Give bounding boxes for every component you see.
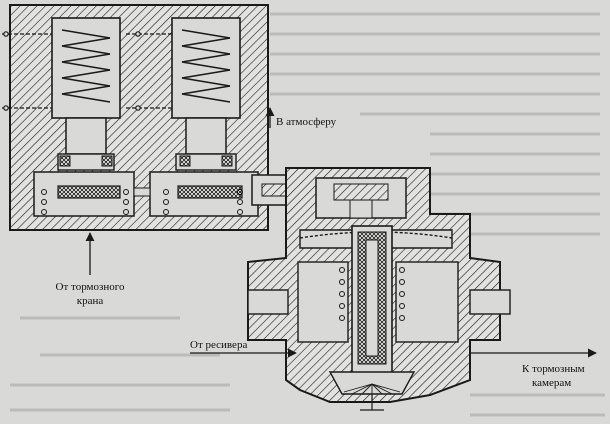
to-chambers-label-line2: камерам: [532, 377, 571, 389]
relay-exhaust: [328, 371, 416, 395]
relay-valve-assembly: [247, 167, 511, 411]
right-plunger: [185, 117, 227, 155]
left-valve-disc: [57, 185, 121, 199]
right-valve-disc: [177, 185, 243, 199]
solenoid-valve-block: [9, 4, 269, 231]
from-brake-valve-label-line1: От тормозного: [56, 281, 125, 293]
left-plunger: [65, 117, 107, 155]
left-solenoid-spring: [61, 29, 111, 103]
atmosphere-label: В атмосферу: [276, 116, 337, 128]
to-chambers-label-line1: К тормозным: [522, 363, 585, 375]
from-brake-valve-label-line2: крана: [77, 295, 104, 307]
receiver-port: [247, 289, 289, 315]
electrical-leads: [2, 31, 172, 111]
left-solenoid-cavity: [51, 17, 121, 119]
right-solenoid-cavity: [171, 17, 241, 119]
brake-chamber-port: [469, 289, 511, 315]
from-receiver-label: От ресивера: [190, 339, 247, 351]
right-solenoid-spring: [181, 29, 231, 103]
